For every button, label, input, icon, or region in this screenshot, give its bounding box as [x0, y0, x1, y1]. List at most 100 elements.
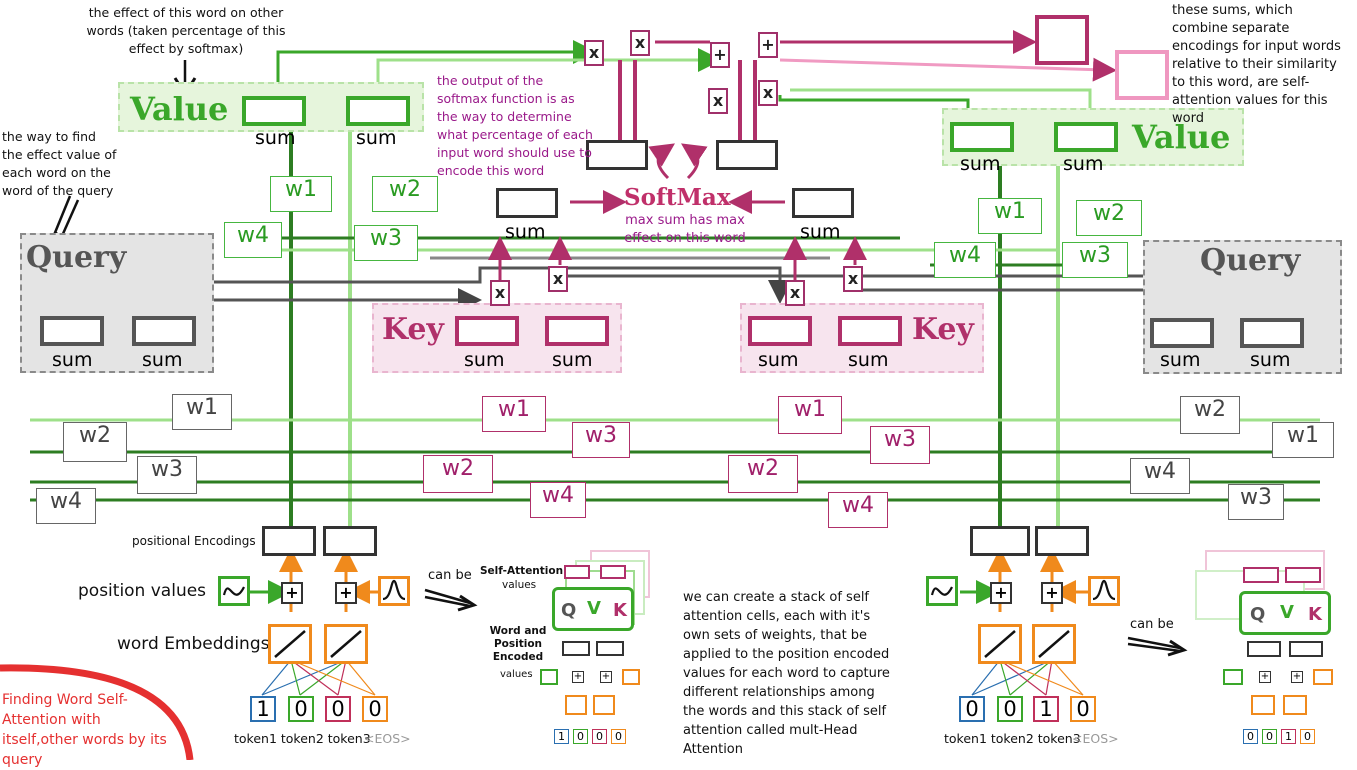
posenc-box-1	[262, 526, 316, 556]
output-box-2	[1115, 50, 1169, 100]
mini-token: 1	[554, 729, 569, 744]
posenc-box-2	[323, 526, 377, 556]
eos-label: <EOS>	[1072, 731, 1119, 746]
value-effect-note: the effect of this word on other words (…	[86, 5, 286, 56]
weight-w4: w4	[828, 492, 888, 528]
multiply-op: x	[708, 88, 728, 114]
mini-linear-icon	[1283, 695, 1307, 715]
token-input: 0	[325, 696, 351, 722]
weight-w4: w4	[934, 242, 996, 278]
weight-w1: w1	[778, 396, 842, 434]
query-box-1	[40, 316, 104, 346]
multiply-op: x	[785, 280, 805, 306]
values-label: values	[500, 669, 533, 680]
word-and-label: Word and	[489, 625, 547, 637]
mini-plus-icon: +	[600, 671, 612, 683]
word-position-encoded-label: Word and Position Encoded	[488, 625, 548, 664]
value-title-right: Value	[1132, 118, 1231, 156]
softmax-out-1	[586, 140, 648, 170]
bell-curve-icon	[1088, 576, 1120, 606]
self-attention-thumbnail-right: Q V K + + 0 0 1 0	[1185, 545, 1355, 750]
weight-w2: w2	[728, 455, 798, 493]
token-labels: token1 token2 token3	[944, 731, 1081, 746]
token-input: 0	[362, 696, 388, 722]
sum-label: sum	[356, 127, 397, 149]
weight-w3: w3	[572, 422, 630, 458]
weight-w1: w1	[270, 176, 332, 212]
mini-sine-icon	[540, 669, 558, 685]
sum-label: sum	[1250, 349, 1291, 371]
weight-w4: w4	[224, 222, 282, 258]
plus-icon: +	[281, 582, 303, 604]
output-box-1	[1035, 15, 1089, 65]
query-box-3	[1150, 318, 1214, 348]
multiply-op: x	[630, 30, 650, 56]
sum-label: sum	[52, 349, 93, 371]
mini-linear-icon	[565, 695, 587, 715]
sum-label: sum	[505, 221, 546, 243]
weight-w3: w3	[354, 225, 418, 261]
values-label: values	[502, 579, 537, 591]
sum-label: sum	[142, 349, 183, 371]
v-letter: V	[587, 598, 601, 619]
mini-linear-icon	[1251, 695, 1275, 715]
weight-w2: w2	[63, 422, 127, 462]
softmax-output-note: the output of the softmax function is as…	[437, 73, 593, 178]
sine-wave-icon	[926, 576, 958, 606]
encoded-label: Encoded	[492, 651, 544, 663]
score-box-2	[792, 188, 854, 218]
can-be-label: can be	[1130, 617, 1174, 632]
query-title-right: Query	[1200, 243, 1301, 278]
weight-w3: w3	[137, 456, 197, 494]
token-input: 0	[288, 696, 314, 722]
weight-w2: w2	[1180, 396, 1240, 434]
sa-output-box	[1243, 567, 1279, 583]
mini-bell-icon	[1313, 669, 1333, 685]
multiply-op: x	[843, 266, 863, 292]
sum-label: sum	[960, 153, 1001, 175]
value-box-2	[346, 96, 410, 126]
sa-cell: Q V K	[552, 587, 634, 631]
mini-box	[1247, 641, 1281, 657]
weight-w3: w3	[870, 426, 930, 464]
token-input: 1	[1033, 696, 1059, 722]
sa-cell: Q V K	[1239, 591, 1331, 635]
weight-w1: w1	[978, 198, 1042, 234]
q-letter: Q	[561, 600, 577, 621]
score-box-1	[496, 188, 558, 218]
k-letter: K	[613, 600, 627, 621]
weight-w2: w2	[423, 455, 493, 493]
token-input: 1	[250, 696, 276, 722]
linear-embedding-icon	[1032, 624, 1076, 664]
value-box-3	[950, 122, 1014, 152]
word-embeddings-label: word Embeddings	[117, 634, 270, 654]
query-panel-left	[20, 233, 214, 373]
sine-wave-icon	[218, 576, 250, 606]
mini-plus-icon: +	[572, 671, 584, 683]
sa-output-box	[1285, 567, 1321, 583]
mini-token: 0	[1262, 729, 1277, 744]
weight-w3: w3	[1228, 484, 1284, 520]
plus-icon: +	[335, 582, 357, 604]
query-box-2	[132, 316, 196, 346]
sum-label: sum	[848, 349, 889, 371]
mini-linear-icon	[593, 695, 615, 715]
linear-embedding-icon	[324, 624, 368, 664]
value-title-left: Value	[130, 90, 229, 128]
multiply-op: x	[758, 80, 778, 106]
sum-label: sum	[464, 349, 505, 371]
key-box-3	[748, 316, 812, 346]
position-values-label: position values	[78, 581, 207, 601]
sa-output-box	[600, 565, 626, 579]
token-labels: token1 token2 token3	[234, 731, 371, 746]
key-title-left: Key	[382, 312, 444, 347]
query-title-left: Query	[26, 240, 127, 275]
bell-curve-icon	[378, 576, 410, 606]
mini-box	[596, 641, 624, 656]
key-box-1	[455, 316, 519, 346]
weight-w1: w1	[482, 396, 546, 432]
weight-w2: w2	[372, 176, 438, 212]
weight-w4: w4	[36, 488, 96, 524]
positional-encodings-label: positional Encodings	[132, 534, 256, 548]
key-box-2	[545, 316, 609, 346]
